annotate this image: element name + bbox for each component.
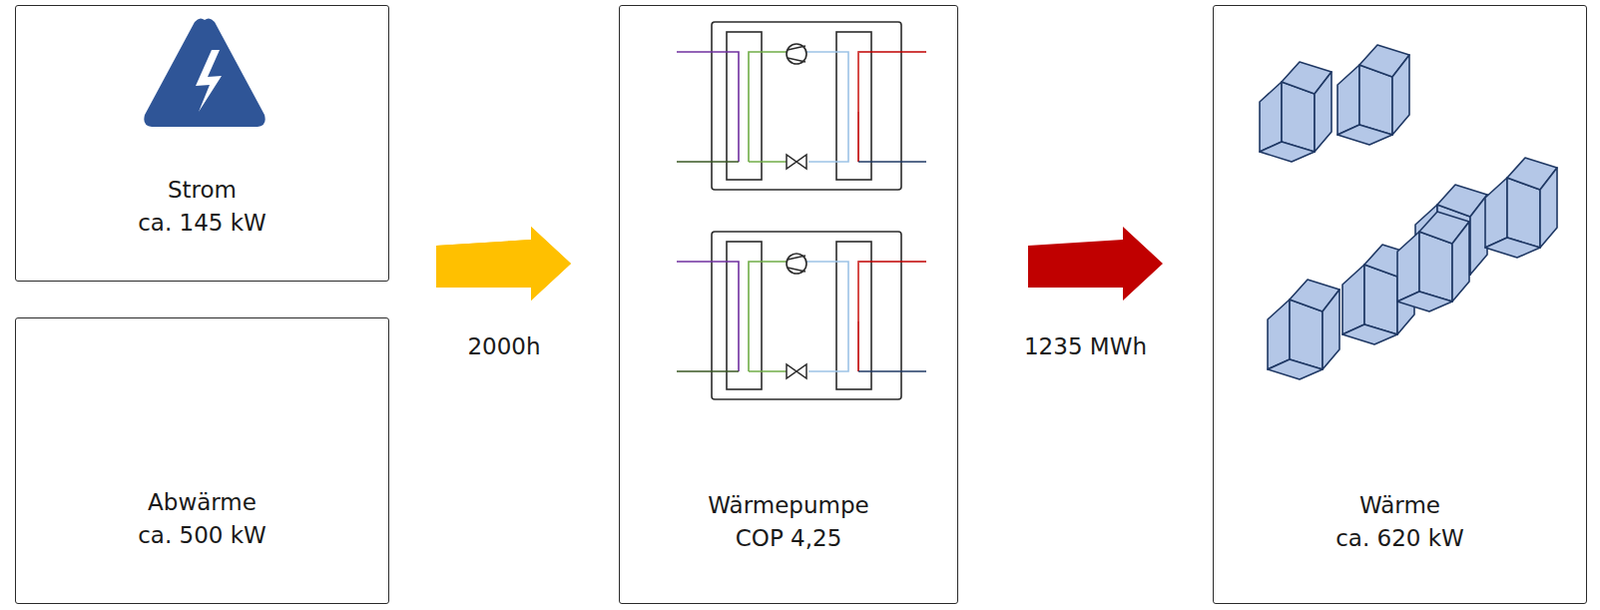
box-title: Wärme — [1359, 489, 1441, 523]
house-icons — [1259, 44, 1558, 380]
process-box: WärmepumpeCOP 4,25 — [618, 4, 959, 604]
box-title: Wärmepumpe — [707, 489, 869, 523]
block-arrow — [436, 226, 571, 301]
block-arrow — [436, 226, 571, 301]
box-title: Strom — [167, 173, 237, 207]
process-box: Abwärmeca. 500 kW — [14, 317, 390, 604]
box-value: ca. 620 kW — [1335, 522, 1465, 555]
edge-label: 2000h — [464, 331, 543, 362]
box-value: ca. 500 kW — [137, 519, 267, 552]
box-value: COP 4,25 — [735, 522, 843, 555]
box-title: Abwärme — [147, 486, 257, 520]
heat-pump-symbol — [676, 21, 927, 400]
block-arrow — [1028, 226, 1163, 301]
lightning-icon — [143, 17, 265, 127]
box-value: ca. 145 kW — [137, 206, 267, 240]
process-box: Wärmeca. 620 kW — [1212, 4, 1588, 604]
process-box: Stromca. 145 kW — [14, 4, 390, 282]
edge-label: 1235 MWh — [1021, 331, 1150, 362]
